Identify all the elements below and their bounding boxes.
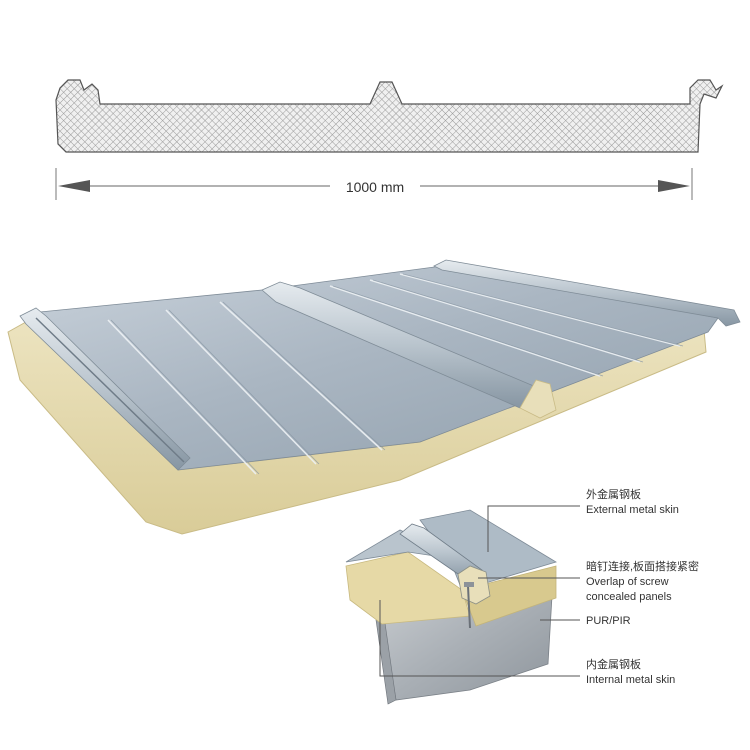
joint-detail [345, 509, 557, 705]
dimension-arrow-right [658, 180, 690, 192]
label-external-en: External metal skin [586, 504, 679, 516]
label-core-en: PUR/PIR [586, 615, 631, 627]
panel-left-lap-rib [19, 307, 191, 471]
label-overlap-zh: 暗钉连接,板面搭接紧密 [586, 559, 699, 573]
left-rib-groove [35, 317, 185, 463]
callout-leaders [379, 505, 580, 677]
sandwich-panel-3d [7, 259, 741, 535]
panel-grooves [107, 273, 681, 475]
label-internal-zh: 内金属钢板 [586, 657, 641, 671]
callout-labels: 外金属钢板 External metal skin 暗钉连接,板面搭接紧密 Ov… [586, 487, 699, 686]
label-internal-en: Internal metal skin [586, 674, 675, 686]
dimension-label: 1000 mm [346, 179, 404, 195]
label-overlap-en-1: Overlap of screw [586, 576, 669, 588]
label-overlap-en-2: concealed panels [586, 591, 672, 603]
panel-right-lap [433, 259, 741, 327]
profile-foam-core [55, 79, 724, 153]
detail-foam-right [461, 565, 557, 627]
dimension-label-bg [330, 176, 420, 196]
panel-groove-shadows [110, 273, 684, 475]
screw-icon [464, 582, 474, 629]
panel-profile: 1000 mm [55, 79, 724, 200]
center-rib-end [519, 379, 557, 419]
dimension-arrow-left [58, 180, 90, 192]
label-external-zh: 外金属钢板 [586, 487, 641, 501]
